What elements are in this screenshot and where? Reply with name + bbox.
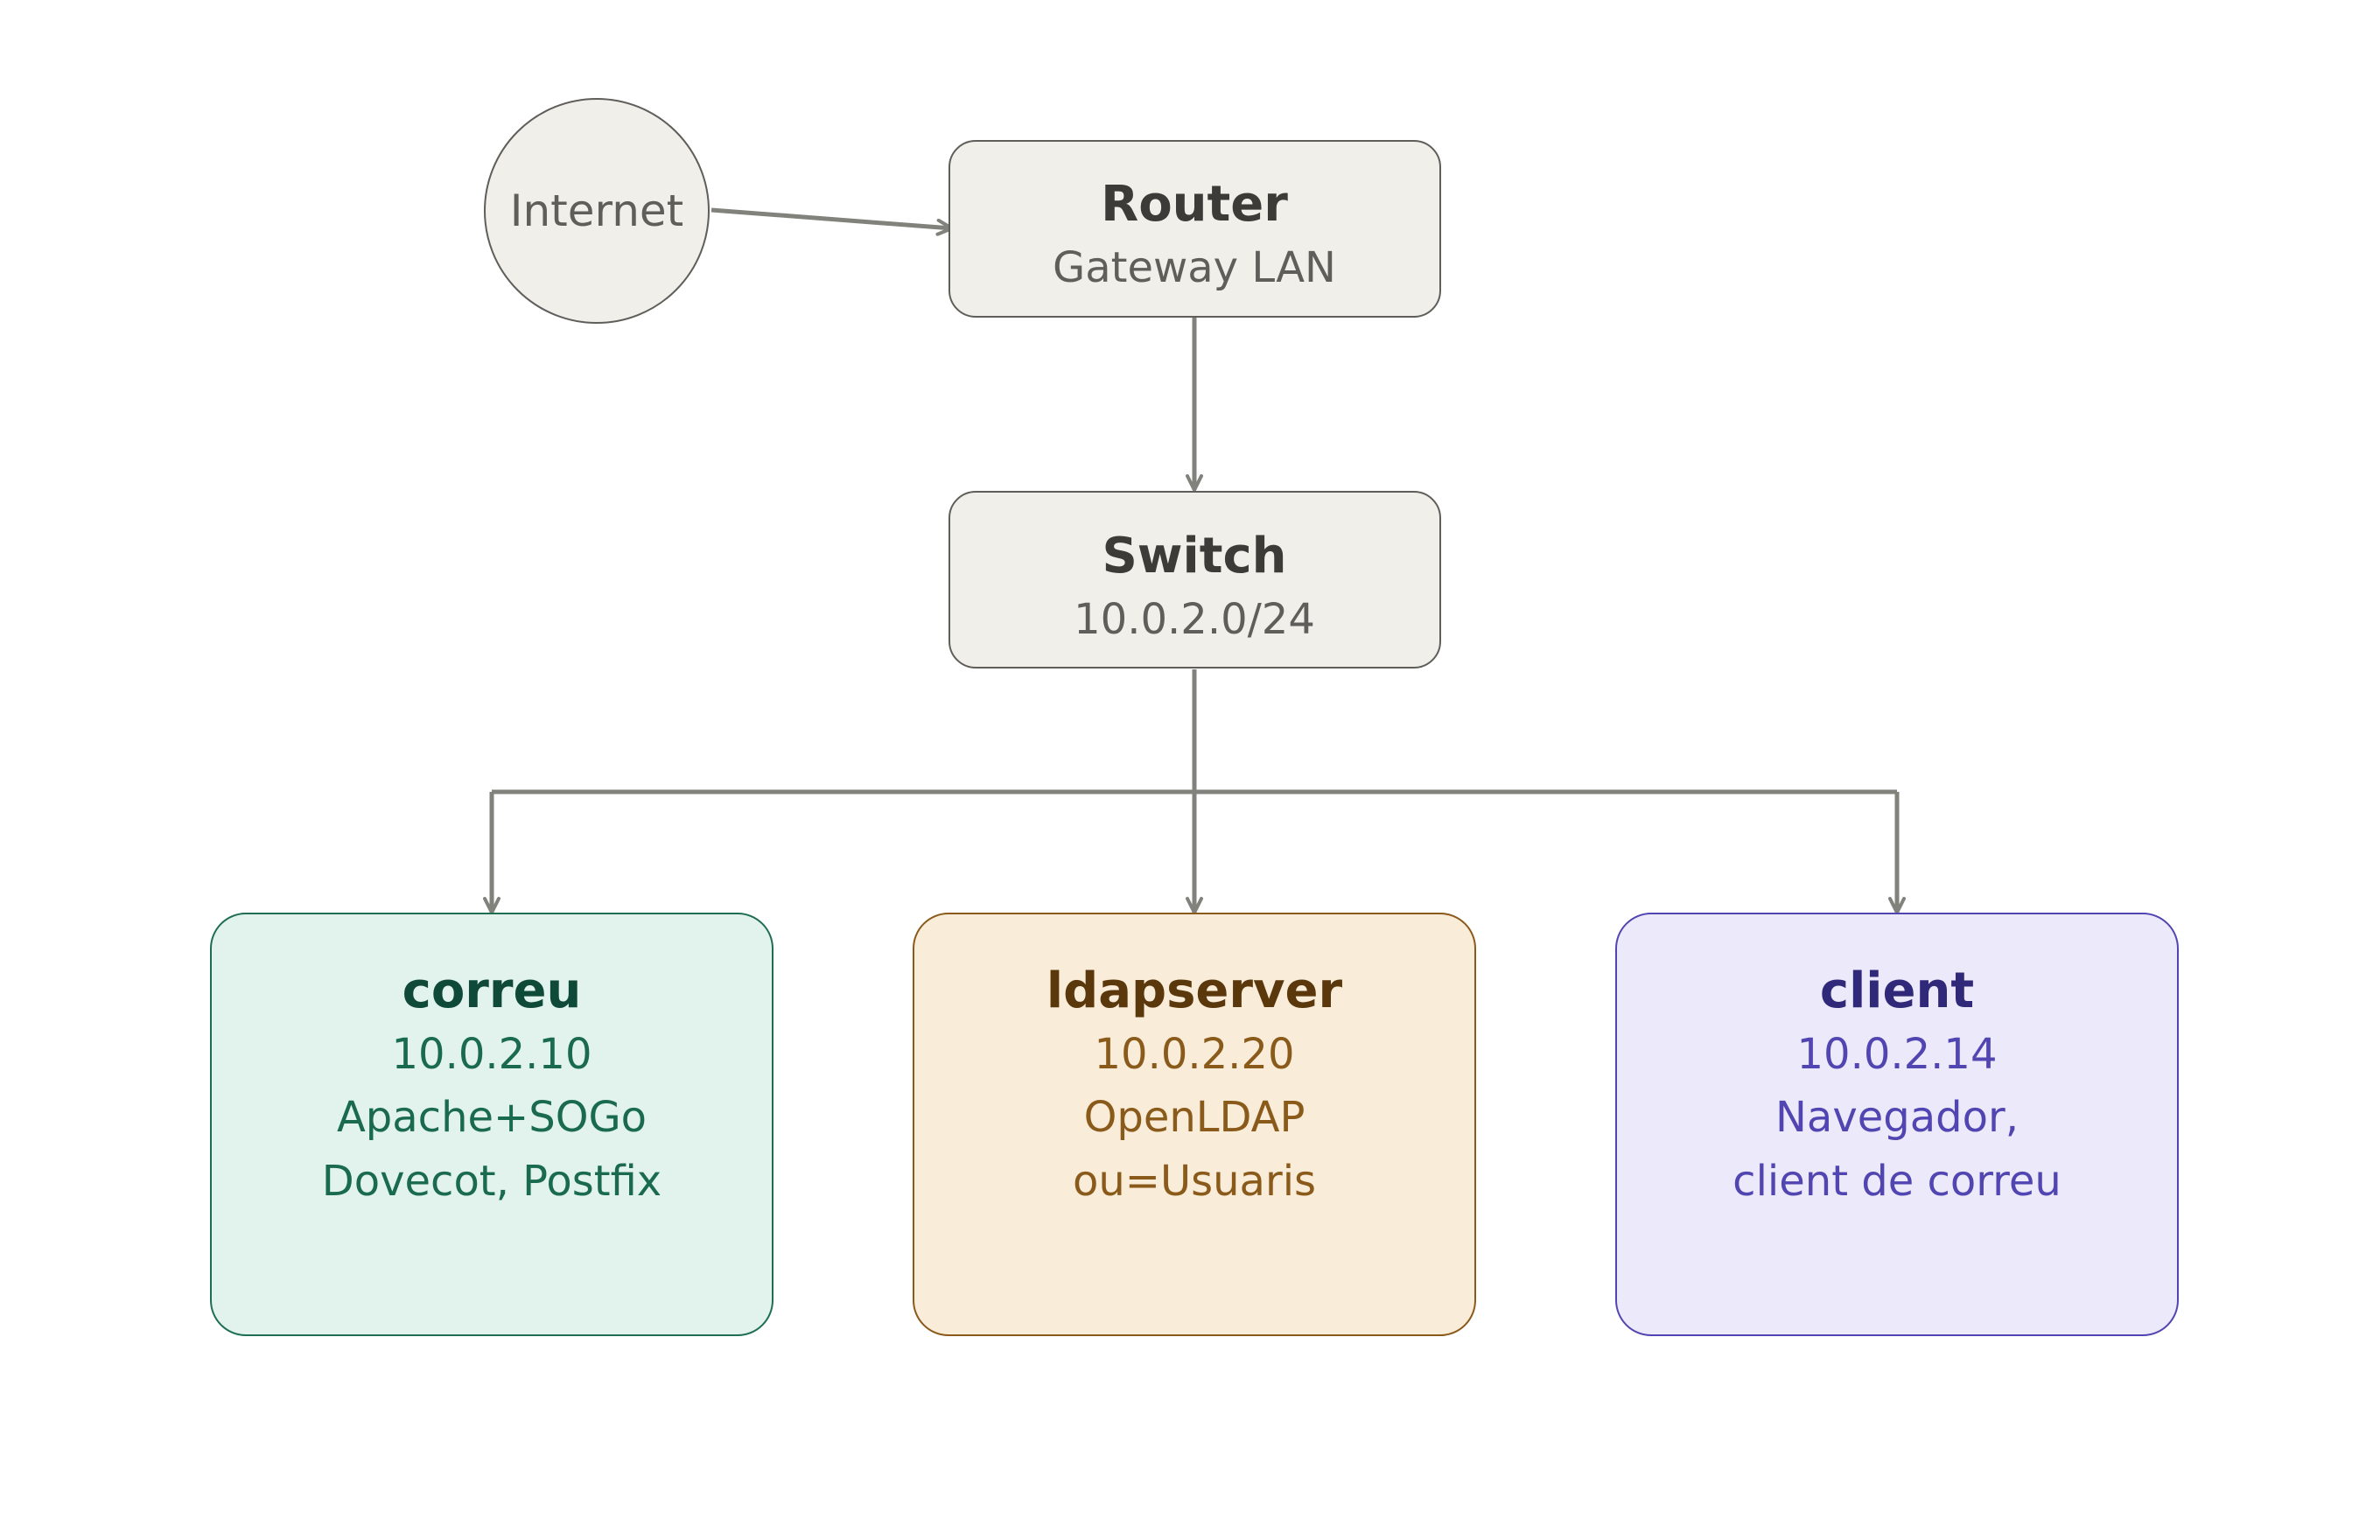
switch-title: Switch [1102, 528, 1286, 584]
host-client-ip: 10.0.2.14 [1796, 1030, 1997, 1079]
host-client-name: client [1820, 962, 1974, 1019]
switch-subtitle: 10.0.2.0/24 [1074, 595, 1315, 644]
router-subtitle: Gateway LAN [1053, 243, 1336, 292]
host-client-app-extra: client de correu [1732, 1157, 2062, 1206]
connector-internet-router [710, 207, 954, 236]
host-ldapserver: ldapserver 10.0.2.20 OpenLDAP ou=Usuaris [913, 913, 1476, 1336]
host-correu-services-extra: Dovecot, Postfix [322, 1157, 662, 1206]
connectors [483, 207, 1906, 914]
host-correu: correu 10.0.2.10 Apache+SOGo Dovecot, Po… [210, 913, 774, 1336]
host-ldapserver-ou: ou=Usuaris [1073, 1157, 1316, 1206]
switch-node: Switch 10.0.2.0/24 [948, 491, 1441, 668]
host-ldapserver-ip: 10.0.2.20 [1094, 1030, 1294, 1079]
router-title: Router [1101, 176, 1288, 233]
router-node: Router Gateway LAN [948, 140, 1441, 318]
host-ldapserver-service: OpenLDAP [1084, 1093, 1306, 1142]
host-correu-services: Apache+SOGo [337, 1093, 647, 1142]
internet-node: Internet [484, 98, 710, 324]
host-correu-name: correu [402, 962, 582, 1019]
internet-label: Internet [510, 186, 684, 236]
host-ldapserver-name: ldapserver [1046, 962, 1343, 1019]
host-client: client 10.0.2.14 Navegador, client de co… [1615, 913, 2179, 1336]
host-correu-ip: 10.0.2.10 [391, 1030, 592, 1079]
host-client-app: Navegador, [1775, 1093, 2019, 1142]
